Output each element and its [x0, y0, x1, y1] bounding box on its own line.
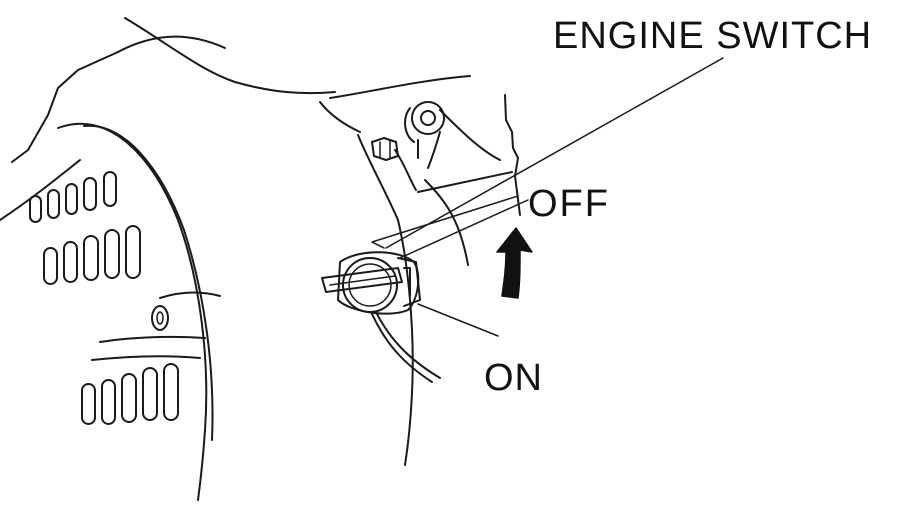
on-leader: [417, 303, 499, 337]
off-leader: [399, 199, 529, 259]
off-direction-arrow-icon: [496, 227, 533, 299]
on-label: ON: [484, 357, 543, 399]
off-label: OFF: [528, 183, 610, 225]
engine-switch-knob: [321, 251, 441, 383]
engine-switch-leader: [385, 57, 724, 249]
leader-lines: [371, 57, 724, 337]
engine-switch-label: ENGINE SWITCH: [553, 15, 872, 57]
side-panel: [0, 122, 221, 501]
air-vents: [29, 171, 179, 425]
mounting-bolt: [371, 101, 445, 169]
generator-housing: [11, 17, 521, 466]
